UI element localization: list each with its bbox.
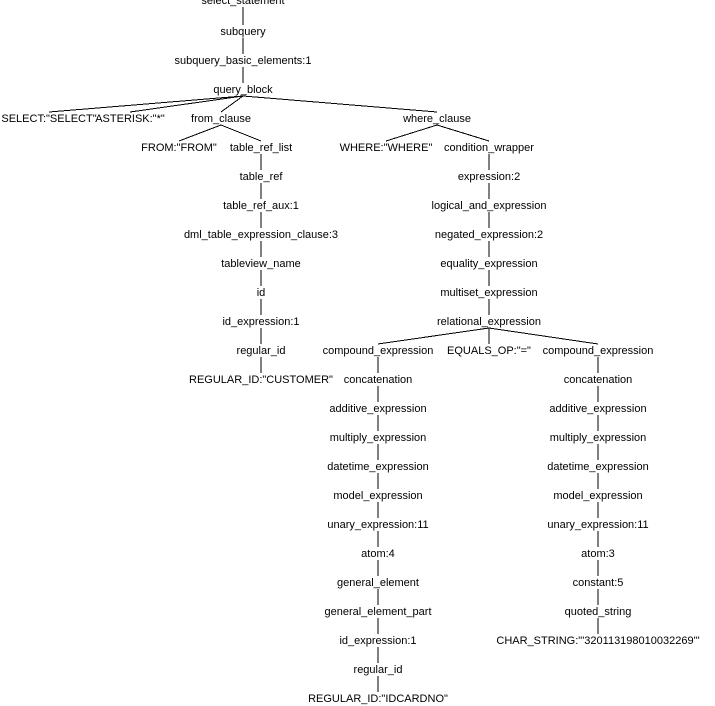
tree-edge [178,124,222,142]
tree-node: model_expression [553,490,642,502]
tree-node: quoted_string [565,606,632,618]
tree-edge [220,95,244,113]
tree-node: general_element_part [324,606,431,618]
tree-node: REGULAR_ID:"IDCARDNO" [308,693,448,705]
tree-node: concatenation [344,374,413,386]
tree-node: regular_id [354,664,403,676]
tree-node: multiply_expression [550,432,647,444]
tree-node: unary_expression:11 [547,519,648,531]
tree-node: SELECT:"SELECT" [1,113,96,125]
tree-node: table_ref_aux:1 [223,200,299,212]
tree-node: id_expression:1 [222,316,299,328]
tree-node: logical_and_expression [432,200,547,212]
tree-nodes: select_statement subquery subquery_basic_e… [1,0,699,705]
tree-node: id [257,287,266,299]
tree-edge [436,124,490,142]
tree-edge [48,95,244,113]
tree-node: subquery_basic_elements:1 [175,55,312,67]
tree-edge [242,95,438,113]
tree-node: constant:5 [573,577,624,589]
tree-edge [377,327,490,345]
tree-node: additive_expression [329,403,426,415]
tree-node: regular_id [237,345,286,357]
tree-node: from_clause [191,113,251,125]
tree-node: condition_wrapper [444,142,534,154]
tree-node: atom:4 [361,548,395,560]
tree-node: compound_expression [543,345,654,357]
tree-node: dml_table_expression_clause:3 [184,229,338,241]
tree-node: relational_expression [437,316,541,328]
tree-node: expression:2 [458,171,520,183]
tree-edges [48,7,599,692]
tree-node: REGULAR_ID:"CUSTOMER" [189,374,333,386]
tree-node: query_block [213,84,273,96]
tree-node: select_statement [201,0,284,7]
tree-node: WHERE:"WHERE" [340,142,433,154]
tree-node: datetime_expression [547,461,649,473]
tree-node: negated_expression:2 [435,229,543,241]
tree-edge [220,124,262,142]
tree-node: additive_expression [549,403,646,415]
tree-node: ASTERISK:"*" [95,113,165,125]
tree-edge [488,327,599,345]
tree-node: subquery [220,26,266,38]
tree-node: where_clause [402,113,471,125]
tree-node: multiset_expression [440,287,537,299]
tree-node: tableview_name [221,258,301,270]
tree-node: id_expression:1 [339,635,416,647]
tree-node: atom:3 [581,548,615,560]
tree-node: FROM:"FROM" [141,142,217,154]
tree-node: equality_expression [440,258,537,270]
tree-node: CHAR_STRING:"'320113198010032269'" [496,635,699,647]
tree-node: table_ref [240,171,284,183]
tree-node: EQUALS_OP:"=" [447,345,531,357]
tree-node: compound_expression [323,345,434,357]
tree-node: general_element [337,577,419,589]
tree-node: model_expression [333,490,422,502]
tree-node: datetime_expression [327,461,429,473]
tree-node: table_ref_list [230,142,292,154]
tree-node: multiply_expression [330,432,427,444]
tree-node: unary_expression:11 [327,519,428,531]
tree-edge [129,95,244,113]
tree-node: concatenation [564,374,633,386]
tree-edge [385,124,438,142]
